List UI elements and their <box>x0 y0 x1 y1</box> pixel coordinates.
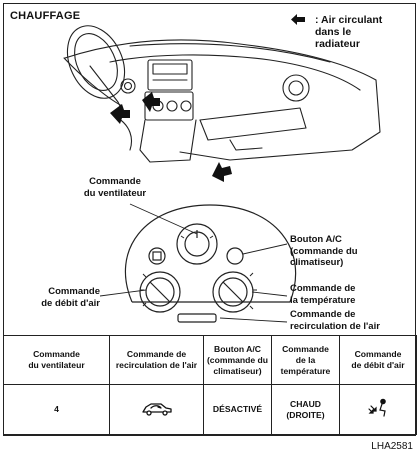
temperature-control-callout: Commande de la température <box>290 283 410 306</box>
legend-line: dans le <box>315 26 352 38</box>
header-line: Bouton A/C <box>214 343 261 354</box>
fan-control-callout: Commande du ventilateur <box>60 176 170 199</box>
header-fan: Commande du ventilateur <box>3 335 110 385</box>
header-air-flow: Commande de débit d'air <box>339 335 417 385</box>
figure-frame <box>3 3 416 436</box>
callout-line: (commande du <box>290 245 358 257</box>
value-fan: 4 <box>3 384 110 435</box>
ac-button-callout: Bouton A/C (commande du climatiseur) <box>290 234 410 269</box>
header-ac: Bouton A/C (commande du climatiseur) <box>203 335 272 385</box>
header-line: climatiseur) <box>213 365 262 376</box>
header-line: Commande de <box>126 349 187 359</box>
callout-line: Bouton A/C <box>290 234 342 245</box>
callout-line: la température <box>290 294 356 306</box>
legend-line: : Air circulant <box>315 14 383 26</box>
header-line: Commande <box>282 343 329 354</box>
air-recirculation-callout: Commande de recirculation de l'air <box>290 309 414 332</box>
header-temperature: Commande de la température <box>271 335 340 385</box>
legend-line: radiateur <box>315 38 360 50</box>
header-line: température <box>280 365 331 376</box>
callout-line: Commande de <box>290 309 356 320</box>
table-value-row: 4 DÉSACTIVÉ CHAUD (DROITE) <box>3 384 417 435</box>
callout-line: Commande <box>48 286 100 297</box>
value-ac: DÉSACTIVÉ <box>203 384 272 435</box>
value-recirculation <box>109 384 204 435</box>
air-flow-control-callout: Commande de débit d'air <box>8 286 100 309</box>
callout-line: recirculation de l'air <box>290 320 380 332</box>
callout-line: du ventilateur <box>83 187 147 199</box>
car-air-intake-icon <box>141 403 172 416</box>
header-line: Commande <box>33 349 80 359</box>
value-line: (DROITE) <box>286 409 325 420</box>
settings-table: Commande du ventilateur Commande de reci… <box>3 335 417 435</box>
page-title: CHAUFFAGE <box>10 10 81 22</box>
callout-line: Commande <box>89 176 141 187</box>
header-recirculation: Commande de recirculation de l'air <box>109 335 204 385</box>
callout-line: climatiseur) <box>290 257 344 268</box>
table-header-row: Commande du ventilateur Commande de reci… <box>3 335 417 385</box>
header-line: du ventilateur <box>28 360 85 370</box>
value-air-flow <box>339 384 417 435</box>
header-line: de la <box>295 354 316 365</box>
black-arrow-icon <box>291 14 305 25</box>
header-line: de débit d'air <box>351 360 405 370</box>
header-line: recirculation de l'air <box>115 360 198 370</box>
value-temperature: CHAUD (DROITE) <box>271 384 340 435</box>
callout-line: Commande de <box>290 283 356 294</box>
callout-line: de débit d'air <box>41 297 100 309</box>
value-line: CHAUD <box>289 398 322 409</box>
image-code: LHA2581 <box>371 441 413 452</box>
header-line: (commande du <box>206 354 269 365</box>
header-line: Commande <box>354 349 402 359</box>
foot-vent-icon <box>368 398 386 417</box>
